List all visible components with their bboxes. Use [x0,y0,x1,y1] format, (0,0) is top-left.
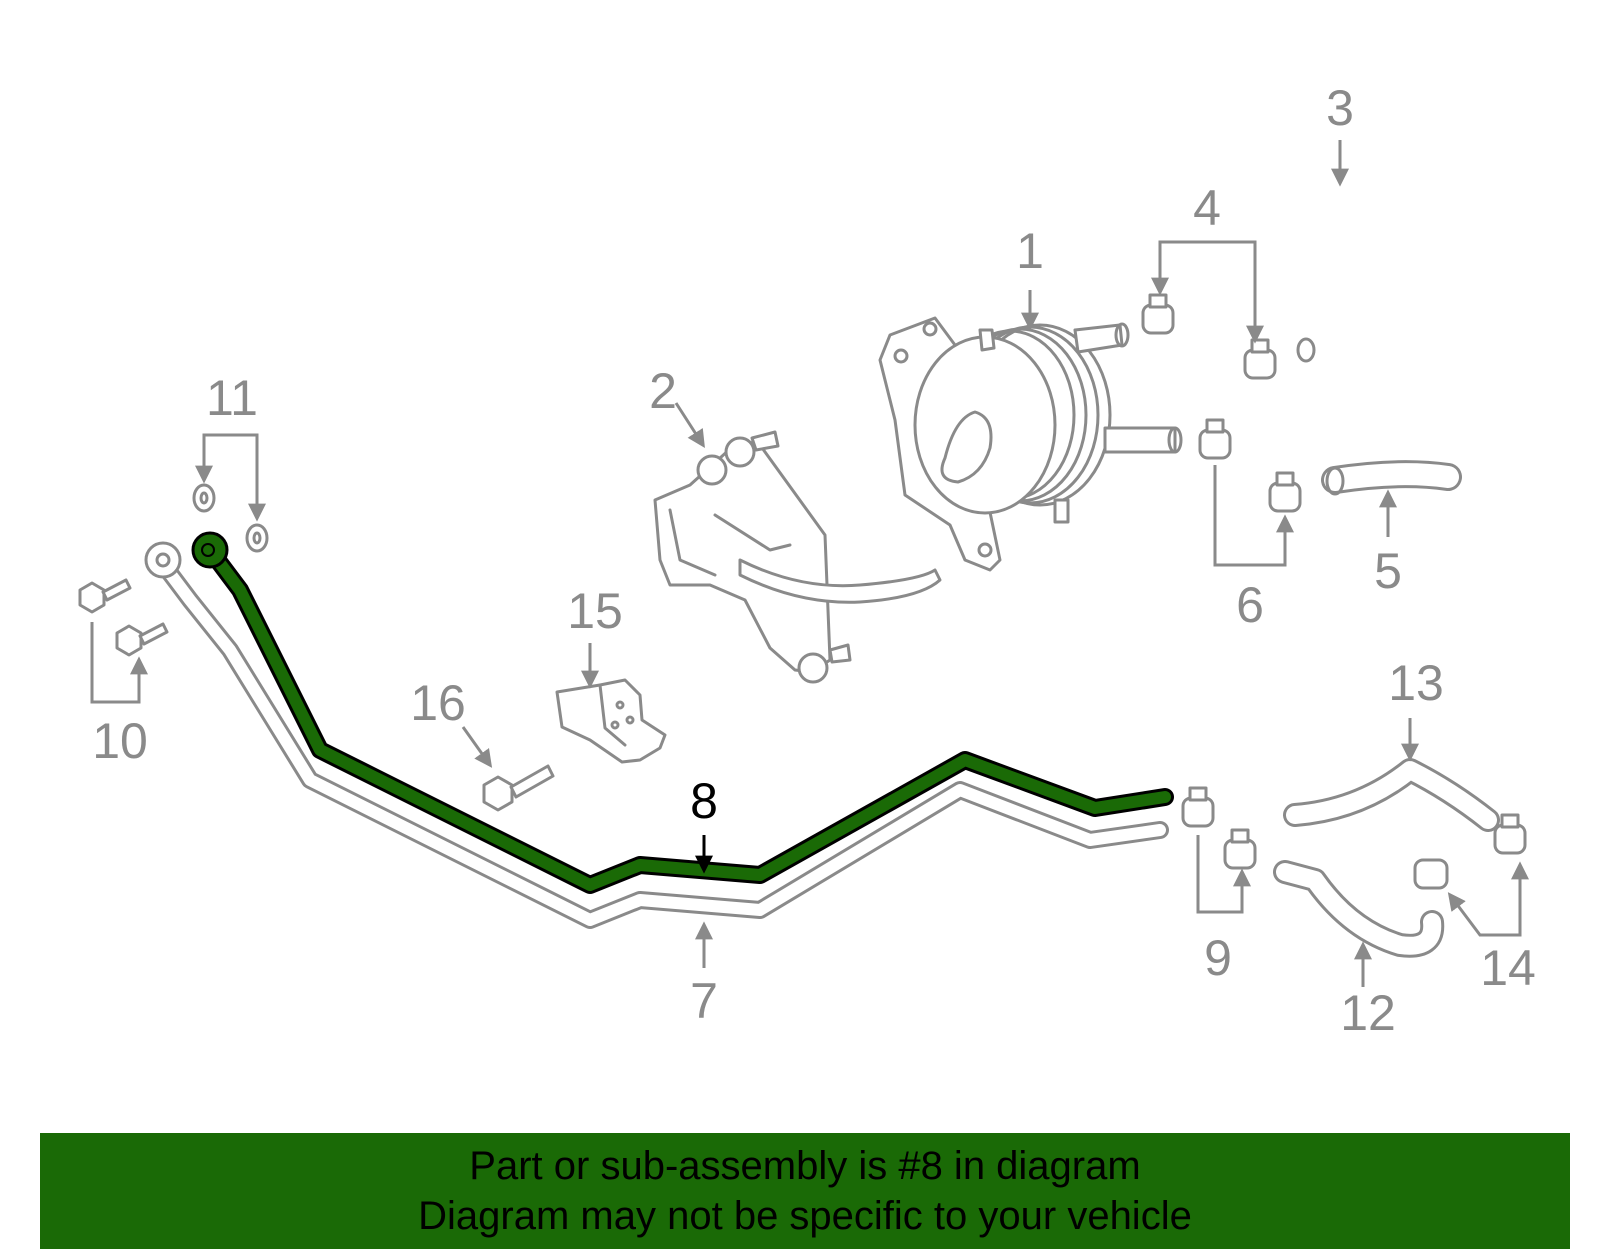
banner-line-1: Part or sub-assembly is #8 in diagram [469,1144,1141,1188]
part-5-hose[interactable] [1321,460,1462,496]
part-14-clamps[interactable] [1413,813,1527,890]
callout-16: 16 [410,675,466,731]
callout-13: 13 [1388,655,1444,711]
part-10-bolts[interactable] [78,578,169,657]
banner-line-2: Diagram may not be specific to your vehi… [418,1194,1192,1238]
callout-5: 5 [1374,543,1402,599]
callout-11: 11 [206,370,258,426]
callout-7: 7 [690,973,718,1029]
part-12-hose[interactable] [1273,860,1445,958]
part-7-pipe[interactable] [144,541,1169,929]
part-13-hose[interactable] [1283,758,1500,832]
callout-14: 14 [1480,940,1536,996]
part-8-pipe-highlighted[interactable] [191,531,1174,894]
callout-12: 12 [1340,985,1396,1041]
part-11-washers[interactable] [192,483,269,553]
part-4-clamps[interactable] [1141,293,1277,380]
callout-3: 3 [1326,80,1354,136]
part-2-bracket[interactable] [653,430,942,684]
part-9-clamps[interactable] [1181,786,1257,870]
callout-4: 4 [1193,180,1221,236]
callout-10: 10 [92,713,148,769]
part-15-bracket[interactable] [555,678,667,764]
callout-15: 15 [567,583,623,639]
info-banner: Part or sub-assembly is #8 in diagram Di… [40,1133,1570,1249]
callout-1: 1 [1016,223,1044,279]
callout-2: 2 [649,363,677,419]
callout-9: 9 [1204,930,1232,986]
callout-8: 8 [690,773,718,829]
part-6-clamps[interactable] [1198,418,1302,513]
part-16-bolt[interactable] [482,764,555,812]
part-1-oil-cooler[interactable] [878,316,1183,572]
callout-6: 6 [1236,577,1264,633]
part-3-hose[interactable] [1296,188,1385,363]
